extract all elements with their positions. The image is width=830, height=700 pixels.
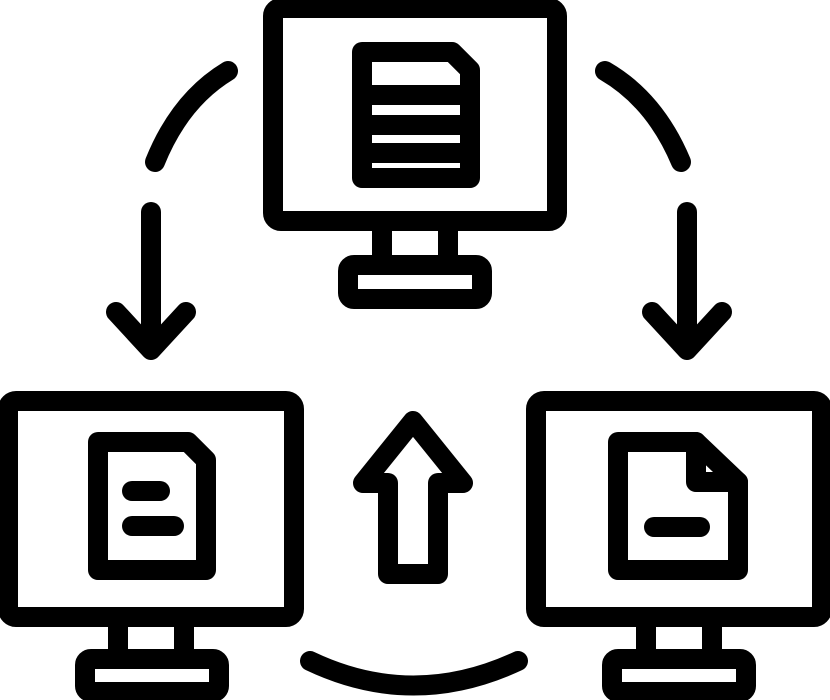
document-folded-corner (686, 432, 748, 492)
arc-bottom (300, 651, 528, 696)
monitor-left-base (75, 649, 229, 700)
arc-top-right (595, 61, 691, 172)
arrow-down-right-head (642, 302, 732, 360)
arrow-down-left-head (106, 302, 196, 360)
monitor-right-icon (526, 391, 830, 700)
monitor-top-screen (263, 0, 567, 231)
arrow-up-outline-icon (353, 411, 473, 584)
document-lines-icon (352, 42, 480, 188)
document-folded-corner-icon (608, 432, 748, 580)
arrow-down-left-icon (106, 202, 196, 360)
monitor-top-base (338, 255, 492, 309)
monitor-left-icon (0, 391, 304, 700)
monitor-top-icon (263, 0, 567, 309)
monitor-right-base (602, 649, 756, 700)
document-text-icon (88, 432, 216, 580)
arrow-up-outline (353, 411, 473, 584)
arc-top-left (145, 61, 238, 172)
dashed-arc-icon (145, 61, 691, 696)
document-text-outline (88, 432, 216, 580)
document-folded-outline (608, 432, 748, 580)
arrow-down-right-icon (642, 202, 732, 360)
